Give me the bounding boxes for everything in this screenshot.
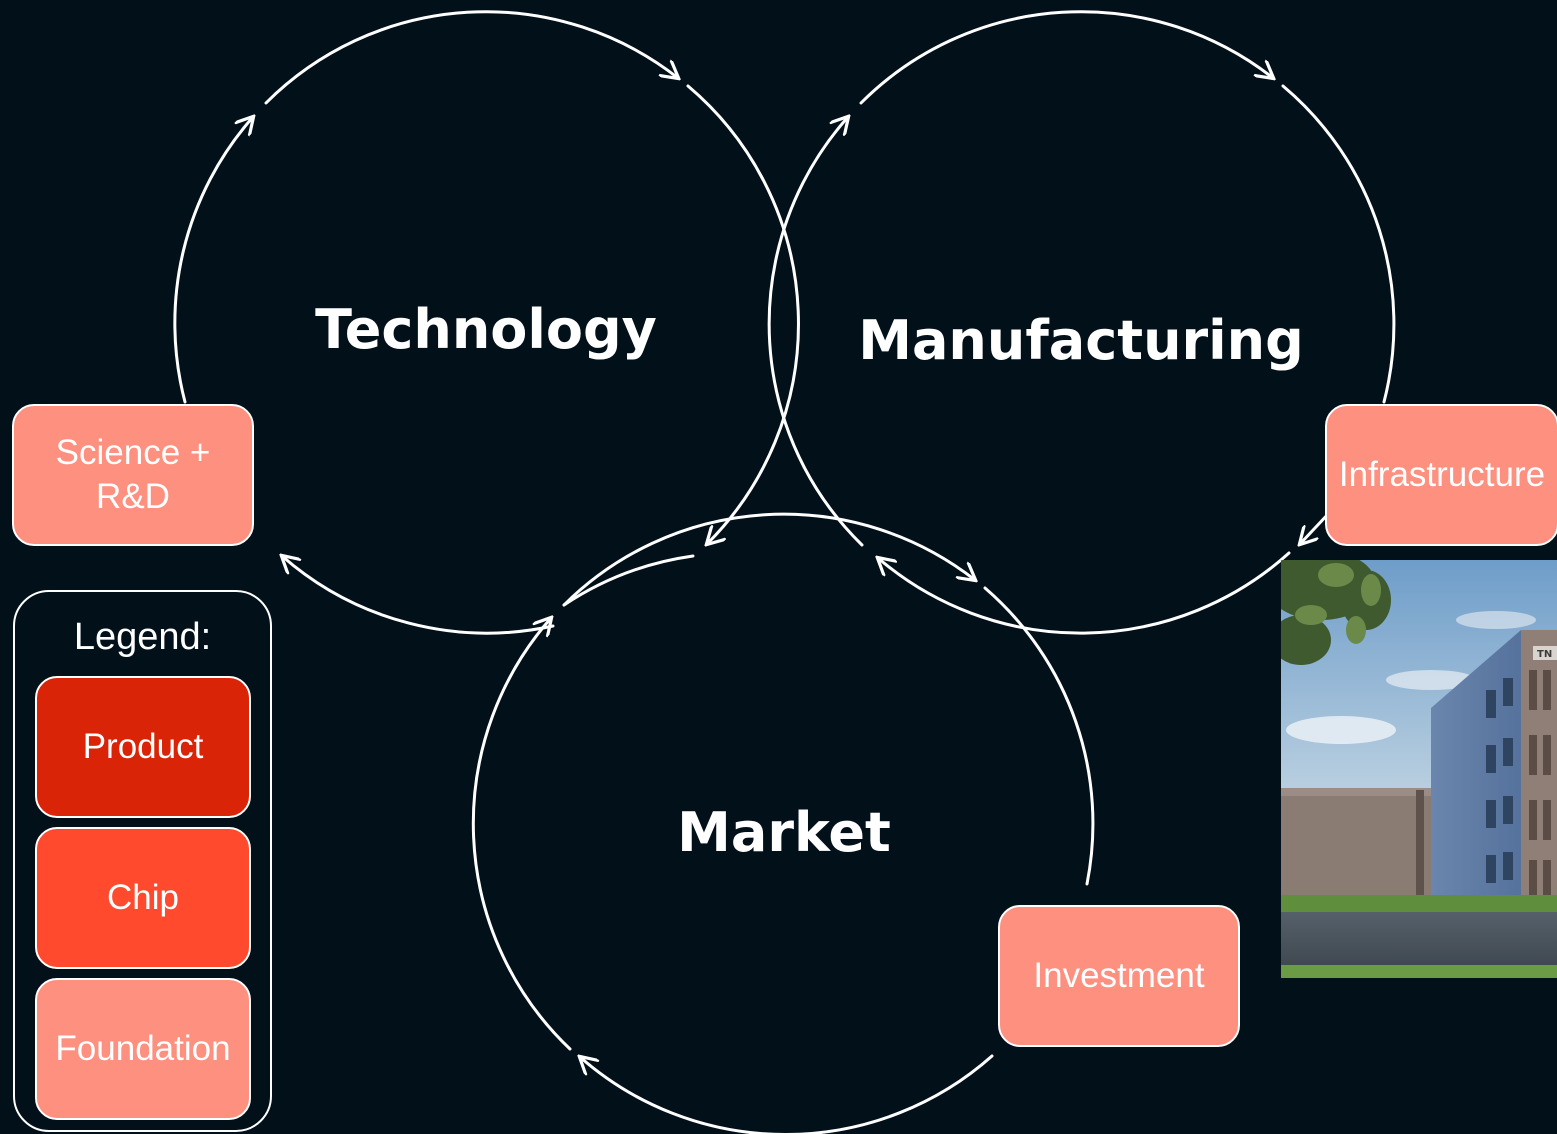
market-arc-top: [562, 512, 975, 607]
legend-item-chip-label: Chip: [107, 878, 179, 918]
legend-title: Legend:: [73, 616, 212, 658]
legend-item-chip: Chip: [35, 827, 251, 969]
building-photo: TN: [1281, 560, 1557, 978]
infrastructure-node: Infrastructure: [1325, 404, 1557, 546]
manufacturing-arc-bottom: [878, 551, 1291, 635]
investment-node: Investment: [998, 905, 1240, 1047]
technology-arc-left: [173, 117, 253, 404]
technology-title: Technology: [315, 298, 657, 361]
market-arc-upper-left: [562, 554, 695, 607]
infrastructure-label: Infrastructure: [1338, 455, 1546, 495]
science-rd-label: Science + R&D: [55, 433, 211, 516]
manufacturing-title: Manufacturing: [858, 309, 1304, 372]
building-illustration: TN: [1281, 560, 1557, 978]
market-arc-left: [471, 618, 572, 1051]
market-title: Market: [677, 801, 891, 864]
technology-arc-top: [264, 10, 678, 105]
market-arc-right: [983, 586, 1095, 886]
manufacturing-arc-left: [767, 117, 848, 424]
legend-item-foundation: Foundation: [35, 978, 251, 1120]
legend-item-foundation-label: Foundation: [55, 1029, 231, 1069]
technology-cycle: [173, 10, 800, 635]
technology-arc-right: [686, 84, 800, 544]
technology-arc-bottom: [282, 556, 555, 635]
building-sign-text: TN: [1537, 649, 1552, 660]
legend-item-product-label: Product: [82, 727, 204, 767]
market-arc-bottom: [580, 1056, 994, 1134]
science-rd-node: Science + R&D: [12, 404, 254, 546]
manufacturing-arc-left-lower: [783, 420, 864, 547]
investment-label: Investment: [1033, 956, 1205, 996]
manufacturing-cycle: [767, 10, 1396, 635]
manufacturing-arc-top: [859, 10, 1273, 105]
legend: Legend: Product Chip Foundation: [13, 590, 272, 1132]
manufacturing-arc-right: [1281, 84, 1396, 404]
legend-item-product: Product: [35, 676, 251, 818]
market-cycle: [471, 512, 1095, 1134]
